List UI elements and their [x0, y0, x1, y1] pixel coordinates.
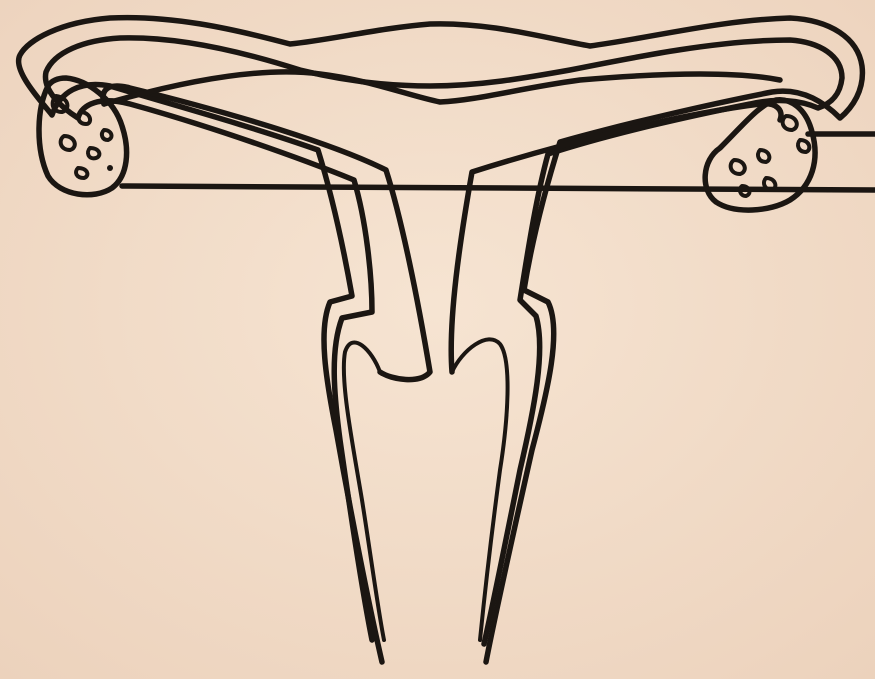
follicle-dot — [107, 165, 113, 171]
